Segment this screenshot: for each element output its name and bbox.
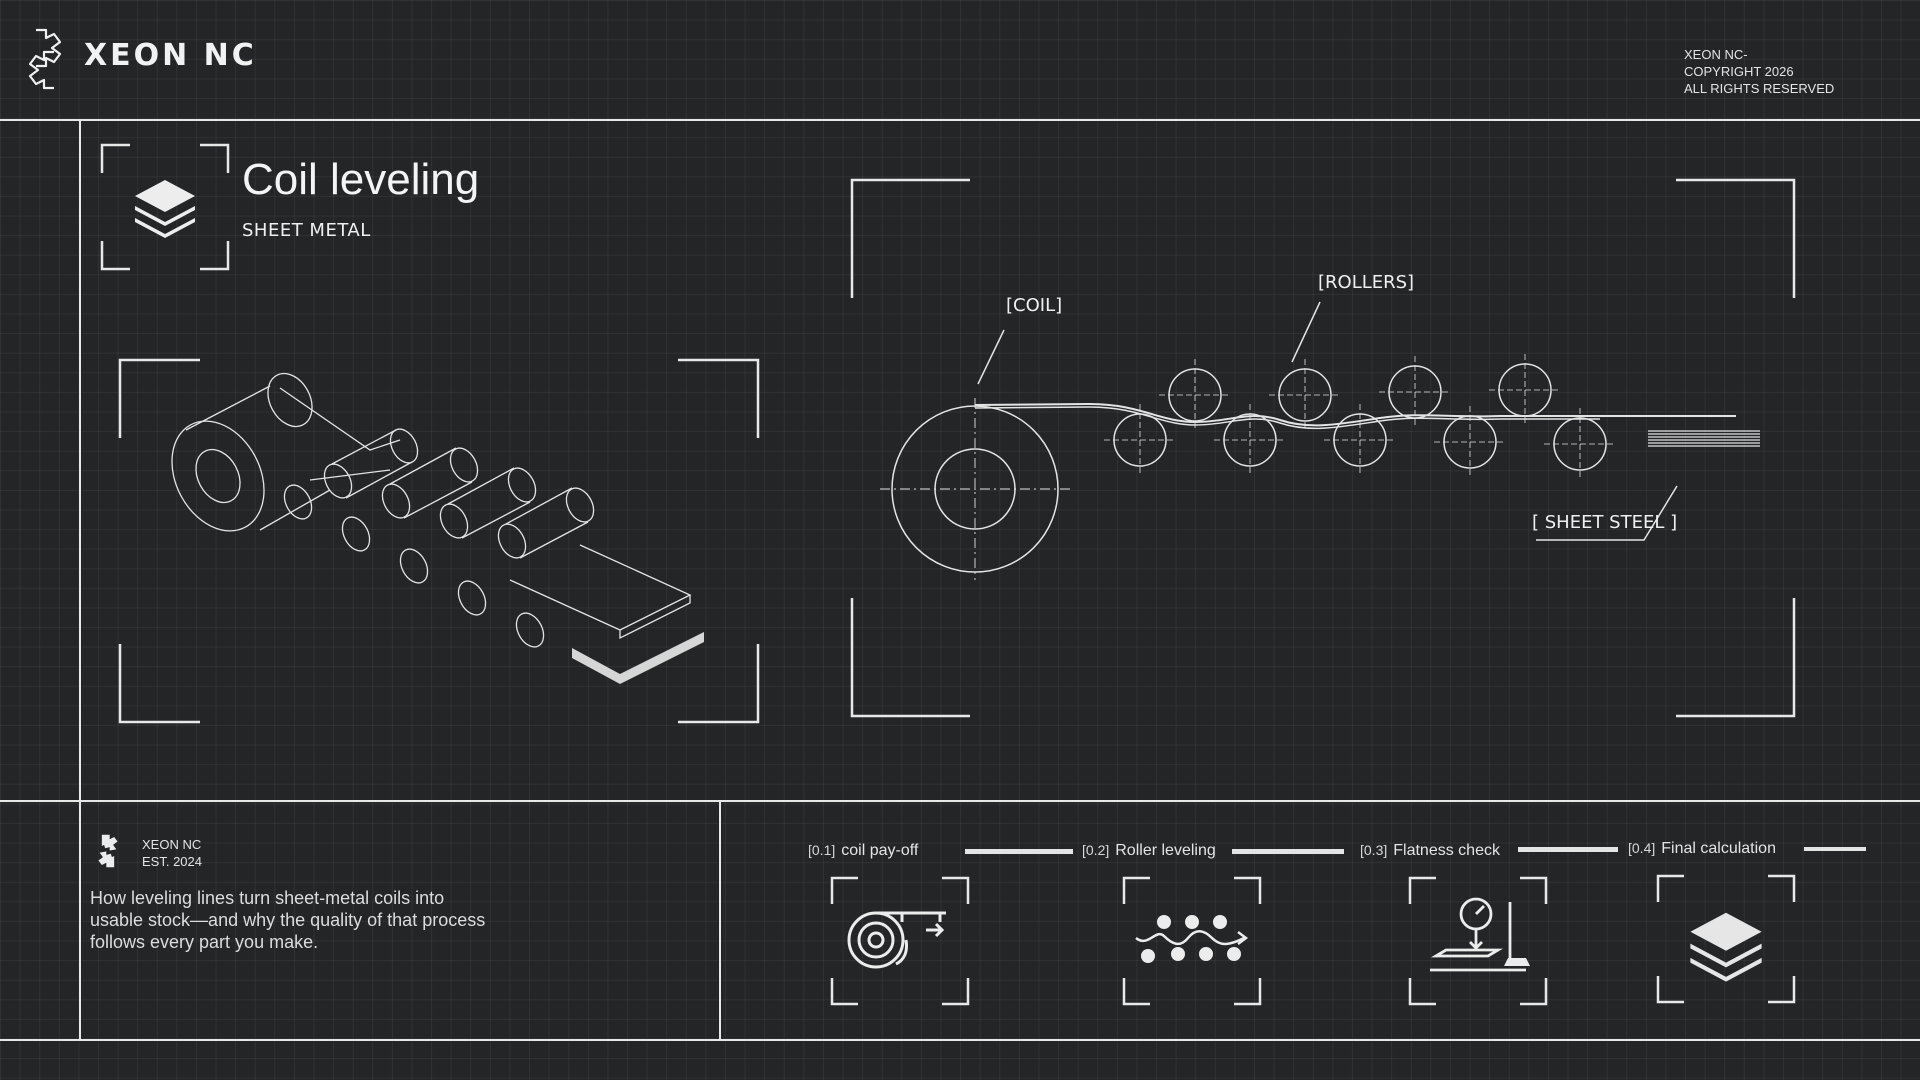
diagram-frame [850, 178, 1796, 718]
step-title: Final calculation [1661, 840, 1776, 857]
step-2-frame [1122, 876, 1262, 1006]
coil-label: [COIL] [1006, 295, 1063, 316]
header-divider [0, 119, 1920, 121]
step-number: [0.1] [808, 842, 836, 858]
isometric-frame [118, 358, 760, 724]
footer-description: How leveling lines turn sheet-metal coil… [90, 888, 486, 952]
step-4-label: [0.4] Final calculation [1628, 840, 1776, 858]
step-4-frame [1656, 874, 1796, 1004]
flatness-gauge-icon [1430, 897, 1530, 972]
isometric-leveler-illustration [171, 372, 704, 684]
step-3-label: [0.3] Flatness check [1360, 842, 1500, 860]
page-title: Coil leveling [242, 155, 480, 204]
copyright-line: ALL RIGHTS RESERVED [1684, 81, 1835, 96]
step-number: [0.4] [1628, 840, 1656, 856]
coil-payoff-icon [847, 911, 946, 969]
step-1-frame [830, 876, 970, 1006]
step-title: Roller leveling [1115, 842, 1216, 859]
step-number: [0.3] [1360, 842, 1388, 858]
step-connector [965, 849, 1073, 854]
footer-established: EST. 2024 [142, 854, 202, 869]
footer-brand-block: XEON NC EST. 2024 [142, 836, 202, 870]
brand-logo-icon [28, 28, 62, 90]
copyright-line: XEON NC- [1684, 47, 1748, 62]
leveling-line-diagram [880, 301, 1760, 580]
step-2-label: [0.2] Roller leveling [1082, 842, 1216, 860]
sheet-steel-label: [ SHEET STEEL ] [1532, 512, 1678, 533]
step-3-frame [1408, 876, 1548, 1006]
footer-divider [0, 800, 1920, 802]
page-subtitle: SHEET METAL [242, 220, 371, 241]
roller-leveling-icon [1135, 915, 1249, 963]
left-margin-rule [79, 120, 81, 1041]
hero-icon-frame [100, 143, 230, 271]
step-1-label: [0.1] coil pay-off [808, 842, 918, 860]
copyright-line: COPYRIGHT 2026 [1684, 64, 1794, 79]
footer-brand-name: XEON NC [142, 837, 202, 852]
rollers-label: [ROLLERS] [1318, 272, 1415, 293]
copyright-block: XEON NC- COPYRIGHT 2026 ALL RIGHTS RESER… [1684, 46, 1834, 97]
brand-name: XEON NC [84, 38, 257, 73]
step-connector [1518, 847, 1618, 852]
bottom-rule [0, 1039, 1920, 1041]
stacked-sheets-icon [135, 180, 195, 238]
step-connector [1232, 849, 1344, 854]
stacked-sheets-icon [1690, 912, 1762, 982]
footer-column-divider [719, 801, 721, 1039]
step-number: [0.2] [1082, 842, 1110, 858]
step-title: Flatness check [1393, 842, 1500, 859]
step-connector [1804, 847, 1866, 851]
step-title: coil pay-off [841, 842, 919, 859]
footer-logo-icon [98, 834, 118, 868]
